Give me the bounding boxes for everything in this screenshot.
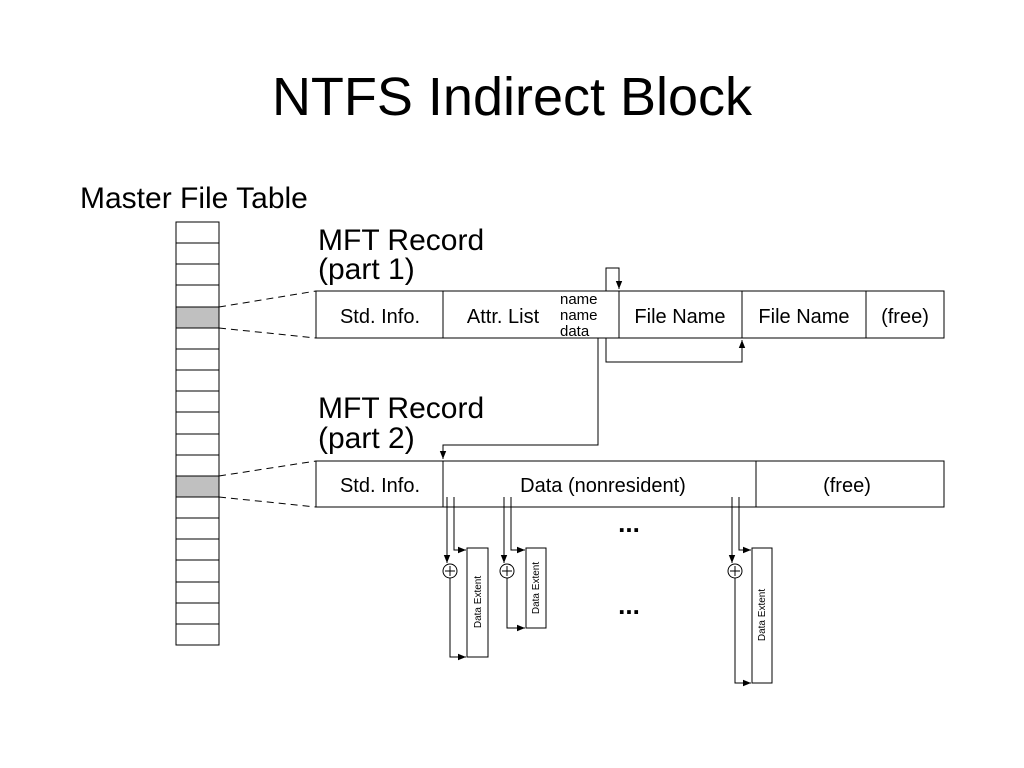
zoom-line-part1-bottom [218,327,317,339]
mft-row [175,390,220,413]
mft-row [175,284,220,308]
pointer-name-1-arrow [605,267,623,291]
data-extent-box [751,547,773,684]
record-part2-heading-line2: (part 2) [318,422,415,455]
start-wire [453,497,466,554]
pointer-data-arrow [439,338,599,459]
mft-row [175,602,220,625]
attr-entry-data: data [560,323,590,340]
mft-row [175,369,220,392]
data-extent-label: Data Extent [531,562,542,614]
ellipsis-top: ... [618,508,640,538]
end-wire [506,578,525,632]
adder-icon [499,563,515,579]
mft-row [175,327,220,350]
cell-file-name-2: File Name [758,306,849,328]
mft-row [175,559,220,583]
cell-std-info: Std. Info. [340,306,420,328]
data-extent-box [525,547,547,629]
mft-row [175,581,220,604]
record-part2-heading-line1: MFT Record [318,392,484,425]
mft-row [175,221,220,244]
mft-row-selected-part2 [175,475,220,498]
start-wire [738,497,751,554]
record-part1-heading-line2: (part 1) [318,253,415,286]
record-part1-heading-line1: MFT Record [318,224,484,257]
extent-group-2: Data Extent [499,497,547,632]
extent-group-3: Data Extent [727,497,773,687]
record-part2-box [315,460,945,508]
mft-row [175,623,220,646]
data-extent-label: Data Extent [757,589,768,641]
mft-row [175,433,220,456]
start-wire [510,497,525,554]
extent-group-1: Data Extent [442,497,489,661]
master-file-table [175,221,220,646]
mft-row [175,517,220,540]
zoom-line-part2-top [218,460,317,477]
data-extent-label: Data Extent [473,576,484,628]
mft-row [175,348,220,371]
cell-attr-list: Attr. List [467,306,540,328]
mft-record-part1: Std. Info. Attr. List name name data Fil… [315,290,945,340]
pointer-name-2-arrow [605,338,746,363]
end-wire [734,578,751,687]
slide-title: NTFS Indirect Block [272,67,753,127]
end-wire [449,578,466,661]
data-extent-box [466,547,489,658]
cell-data-nonresident: Data (nonresident) [520,475,686,497]
mft-row [175,496,220,519]
attr-entry-name-2: name [560,307,598,324]
master-file-table-label: Master File Table [80,182,308,215]
cell-std-info: Std. Info. [340,475,420,497]
adder-icon [727,563,743,579]
mft-record-part2: Std. Info. Data (nonresident) (free) [315,460,945,508]
adder-icon [442,563,458,579]
mft-row [175,454,220,477]
zoom-line-part1-top [218,290,317,308]
mft-row [175,242,220,265]
cell-file-name-1: File Name [634,306,725,328]
attr-entry-name-1: name [560,291,598,308]
mft-row [175,538,220,561]
mft-row-selected-part1 [175,306,220,329]
mft-row [175,263,220,286]
cell-free: (free) [881,306,929,328]
zoom-line-part2-bottom [218,496,317,508]
record-part1-box [315,290,945,339]
ellipsis-bottom: ... [618,590,640,620]
cell-free: (free) [823,475,871,497]
mft-row [175,411,220,435]
